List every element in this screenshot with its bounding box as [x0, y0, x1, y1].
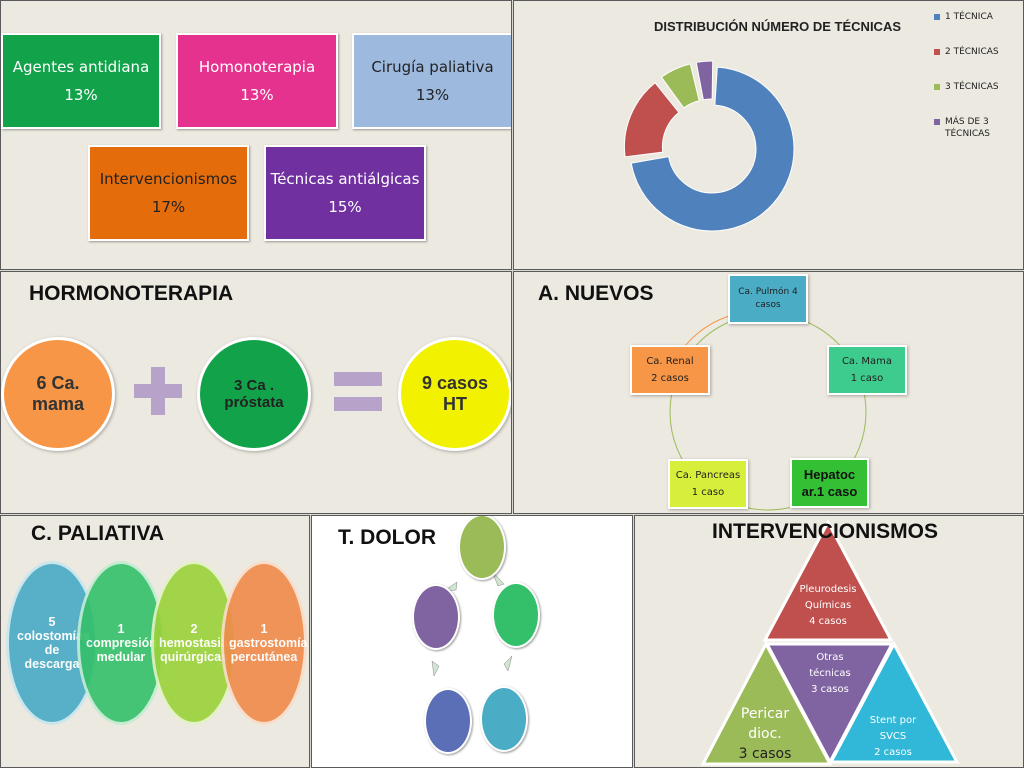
node-sub: 1 caso	[850, 373, 884, 384]
circle-ca-mama-label: 6 Ca. mama	[31, 373, 85, 414]
intervencionismos-panel: INTERVENCIONISMOS Pleurodesis Químicas 4…	[634, 515, 1024, 768]
oval-label: 5 colostomías de descarga	[17, 615, 90, 671]
node-sub: 2 casos	[651, 373, 689, 384]
legend-label-4: MÁS DE 3 TÉCNICAS	[945, 117, 991, 139]
plus-sign	[134, 367, 182, 415]
node-label: Ca. Pulmón 4	[738, 287, 798, 297]
pyramid-right-line1: Stent por	[869, 715, 917, 726]
pyramid-left-text: Pericar dioc. 3 casos	[715, 704, 815, 764]
summary-box-intervencionismos: Intervencionismos 17%	[88, 145, 249, 241]
donut-slice-3	[660, 63, 700, 109]
legend-label-2: 2 TÉCNICAS	[945, 47, 999, 57]
legend-swatch-4	[934, 119, 940, 125]
summary-box-value: 13%	[415, 86, 450, 104]
legend-label-1: 1 TÉCNICA	[945, 12, 993, 22]
dolor-node-4	[424, 688, 472, 754]
nuevos-panel: A. NUEVOS Ca. Pulmón 4 casos Ca. Mama 1 …	[513, 271, 1024, 514]
summary-box-cirugia: Cirugía paliativa 13%	[352, 33, 511, 129]
circle-casos-ht: 9 casos HT	[398, 337, 511, 451]
pyramid-right-text: Stent por SVCS 2 casos	[843, 713, 943, 761]
donut-slice-1	[630, 66, 795, 232]
summary-box-value: 17%	[151, 198, 186, 216]
paliativa-title: C. PALIATIVA	[31, 522, 164, 545]
node-label: Hepatoc	[803, 467, 856, 482]
pyramid-top-line3: 4 casos	[809, 616, 847, 627]
node-ca-pancreas: Ca. Pancreas 1 caso	[668, 459, 748, 509]
summary-box-tecnicas: Técnicas antiálgicas 15%	[264, 145, 426, 241]
pyramid-right-line2: SVCS	[879, 731, 907, 742]
pyramid-top-line2: Químicas	[804, 600, 852, 611]
node-sub: ar.1 caso	[801, 484, 858, 499]
nuevos-title: A. NUEVOS	[538, 282, 654, 305]
summary-panel: Agentes antidiana 13% Homonoterapia 13% …	[0, 0, 512, 270]
pyramid-diagram	[700, 518, 960, 766]
pyramid-left-line3: 3 casos	[738, 746, 792, 762]
oval-label: 2 hemostasias quirúrgicas	[159, 622, 235, 664]
legend-swatch-3	[934, 84, 940, 90]
node-label: Ca. Renal	[646, 356, 694, 367]
pyramid-left-line1: Pericar	[740, 706, 790, 722]
pyramid-middle-line1: Otras	[816, 652, 844, 663]
pyramid-middle-line3: 3 casos	[811, 684, 849, 695]
summary-box-label: Intervencionismos	[99, 170, 238, 188]
hormonoterapia-panel: HORMONOTERAPIA 6 Ca. mama 3 Ca . próstat…	[0, 271, 512, 514]
summary-box-label: Agentes antidiana	[12, 58, 150, 76]
pyramid-middle-text: Otras técnicas 3 casos	[780, 650, 880, 698]
paliativa-panel: C. PALIATIVA 5 colostomías de descarga 1…	[0, 515, 310, 768]
node-ca-mama: Ca. Mama 1 caso	[827, 345, 907, 395]
pyramid-top-text: Pleurodesis Químicas 4 casos	[778, 582, 878, 630]
circle-ca-mama: 6 Ca. mama	[1, 337, 115, 451]
pyramid-middle-line2: técnicas	[809, 668, 851, 679]
donut-slice-2	[624, 82, 680, 158]
legend-swatch-1	[934, 14, 940, 20]
node-ca-pulmon: Ca. Pulmón 4 casos	[728, 274, 808, 324]
dolor-node-2	[492, 582, 540, 648]
dolor-title: T. DOLOR	[338, 526, 436, 549]
donut-slice-4	[695, 60, 714, 101]
dolor-panel: T. DOLOR	[311, 515, 633, 768]
summary-box-value: 15%	[328, 198, 362, 216]
node-label: Ca. Mama	[841, 356, 893, 367]
oval-label: 1 compresión medular	[86, 622, 157, 664]
oval-colostomias: 5 colostomías de descarga	[6, 561, 98, 725]
summary-box-value: 13%	[240, 86, 274, 104]
oval-gastrostomia: 1 gastrostomía percutánea	[221, 561, 308, 725]
circle-casos-ht-label: 9 casos HT	[421, 373, 489, 414]
legend-swatch-2	[934, 49, 940, 55]
node-hepatocarcinoma: Hepatoc ar.1 caso	[790, 458, 869, 508]
dolor-node-5	[412, 584, 460, 650]
node-sub: 1 caso	[691, 487, 725, 498]
pyramid-left-line2: dioc.	[748, 726, 782, 742]
hormonoterapia-title: HORMONOTERAPIA	[29, 282, 234, 305]
circle-ca-prostata: 3 Ca . próstata	[197, 337, 311, 451]
donut-chart-panel: DISTRIBUCIÓN NÚMERO DE TÉCNICAS 1 TÉCNIC…	[513, 0, 1024, 270]
node-sub: casos	[755, 300, 781, 310]
dolor-node-1	[458, 516, 506, 580]
oval-label: 1 gastrostomía percutánea	[229, 622, 308, 664]
node-label: Ca. Pancreas	[675, 470, 741, 481]
summary-box-value: 13%	[64, 86, 98, 104]
summary-box-agentes: Agentes antidiana 13%	[1, 33, 161, 129]
summary-box-label: Técnicas antiálgicas	[270, 170, 420, 188]
pyramid-top-line1: Pleurodesis	[799, 584, 857, 595]
pyramid-right-line3: 2 casos	[874, 747, 912, 758]
intervencionismos-title: INTERVENCIONISMOS	[712, 520, 938, 543]
chart-title: DISTRIBUCIÓN NÚMERO DE TÉCNICAS	[654, 19, 902, 34]
dolor-node-3	[480, 686, 528, 752]
summary-box-homonoterapia: Homonoterapia 13%	[176, 33, 338, 129]
equals-sign	[334, 372, 382, 416]
donut-chart	[624, 60, 795, 232]
summary-box-label: Cirugía paliativa	[371, 58, 494, 76]
summary-box-label: Homonoterapia	[198, 58, 316, 76]
circle-ca-prostata-label: 3 Ca . próstata	[224, 377, 284, 411]
node-ca-renal: Ca. Renal 2 casos	[630, 345, 710, 395]
legend-label-3: 3 TÉCNICAS	[945, 82, 999, 92]
